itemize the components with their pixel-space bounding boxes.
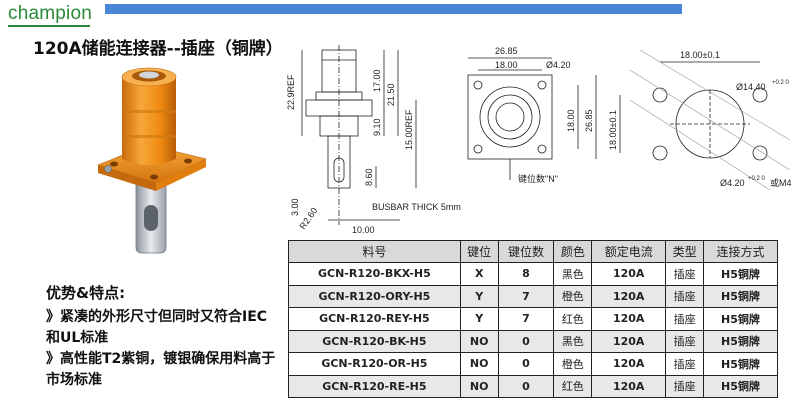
dim-front-w1: 26.85 (495, 46, 518, 56)
cell-current: 120A (591, 374, 667, 398)
table-row: GCN-R120-OR-H5 NO 0 橙色 120A 插座 H5铜牌 (288, 352, 779, 376)
dim-side-3: 9.10 (372, 118, 382, 136)
table-row: GCN-R120-BKX-H5 X 8 黑色 120A 插座 H5铜牌 (288, 262, 779, 286)
cell-current: 120A (591, 307, 667, 331)
cell-key: NO (459, 329, 499, 353)
features-heading: 优势&特点: (46, 284, 126, 302)
table-row: GCN-R120-REY-H5 Y 7 红色 120A 插座 H5铜牌 (288, 307, 779, 331)
cell-current: 120A (591, 262, 667, 286)
col-key: 键位 (459, 240, 499, 263)
dim-front-w2: 18.00 (495, 60, 518, 70)
col-color: 颜色 (553, 240, 593, 263)
cell-color: 红色 (553, 374, 593, 398)
dim-front-h2: 26.85 (584, 109, 594, 132)
cell-color: 黑色 (553, 262, 593, 286)
dim-front-h1: 18.00 (566, 109, 576, 132)
col-key-count: 键位数 (497, 240, 555, 263)
dim-cutout-h: 18.00±0.1 (608, 110, 618, 150)
cell-current: 120A (591, 352, 667, 376)
brand-logo: champion (8, 3, 92, 24)
cell-part-no: GCN-R120-OR-H5 (288, 352, 461, 376)
dim-cutout-hole: Ø4.20 (720, 178, 745, 188)
dim-front-hole: Ø4.20 (546, 60, 571, 70)
cell-color: 橙色 (553, 352, 593, 376)
table-row: GCN-R120-ORY-H5 Y 7 橙色 120A 插座 H5铜牌 (288, 284, 779, 308)
cell-color: 黑色 (553, 329, 593, 353)
cell-connection: H5铜牌 (702, 374, 779, 398)
cell-type: 插座 (665, 329, 704, 353)
table-header-row: 料号 键位 键位数 颜色 额定电流 类型 连接方式 (288, 240, 779, 263)
cell-color: 红色 (553, 307, 593, 331)
dim-side-7: 10.00 (352, 225, 375, 235)
dim-cutout-dia: Ø14.40 (736, 82, 766, 92)
col-rated-current: 额定电流 (591, 240, 667, 263)
cell-key-count: 8 (497, 262, 555, 286)
cell-key-count: 0 (497, 352, 555, 376)
page-title: 120A储能连接器--插座（铜牌） (33, 39, 283, 59)
cell-type: 插座 (665, 284, 704, 308)
logo-underline (8, 25, 90, 27)
cell-color: 橙色 (553, 284, 593, 308)
cell-key-count: 0 (497, 329, 555, 353)
cell-key: NO (459, 352, 499, 376)
cell-part-no: GCN-R120-BK-H5 (288, 329, 461, 353)
cell-type: 插座 (665, 374, 704, 398)
cell-connection: H5铜牌 (702, 329, 779, 353)
table-row: GCN-R120-RE-H5 NO 0 红色 120A 插座 H5铜牌 (288, 374, 779, 398)
cell-type: 插座 (665, 352, 704, 376)
dim-side-2: 21.50 (386, 83, 396, 106)
cell-part-no: GCN-R120-REY-H5 (288, 307, 461, 331)
cell-key: Y (459, 284, 499, 308)
col-type: 类型 (665, 240, 704, 263)
dim-cutout-w: 18.00±0.1 (680, 50, 720, 60)
cell-key-count: 7 (497, 307, 555, 331)
dim-side-6: 3.00 (290, 198, 300, 216)
header-bar (105, 4, 682, 14)
dim-side-radius: R2.60 (297, 206, 319, 231)
dim-busbar: BUSBAR THICK 5mm (372, 202, 461, 212)
cell-key-count: 7 (497, 284, 555, 308)
cell-current: 120A (591, 329, 667, 353)
dim-side-ref-height: 22.9REF (286, 74, 296, 110)
feature-item-2: 》高性能T2紫铜，镀银确保用料高于市场标准 (46, 351, 276, 388)
dim-cutout-dia-tol: +0.2 0 (772, 80, 790, 86)
dim-side-5: 8.60 (364, 168, 374, 186)
cell-key: NO (459, 374, 499, 398)
cell-key-count: 0 (497, 374, 555, 398)
col-part-no: 料号 (288, 240, 461, 263)
feature-item-1: 》紧凑的外形尺寸但同时又符合IEC和UL标准 (46, 309, 268, 346)
cell-type: 插座 (665, 262, 704, 286)
cell-connection: H5铜牌 (702, 352, 779, 376)
cell-part-no: GCN-R120-BKX-H5 (288, 262, 461, 286)
cell-key: X (459, 262, 499, 286)
spec-table: 料号 键位 键位数 颜色 额定电流 类型 连接方式 GCN-R120-BKX-H… (288, 240, 779, 398)
cell-current: 120A (591, 284, 667, 308)
cell-part-no: GCN-R120-RE-H5 (288, 374, 461, 398)
dim-side-4: 15.00REF (404, 109, 414, 150)
cell-type: 插座 (665, 307, 704, 331)
features-section: 优势&特点: 》紧凑的外形尺寸但同时又符合IEC和UL标准 》高性能T2紫铜，镀… (46, 282, 276, 391)
table-row: GCN-R120-BK-H5 NO 0 黑色 120A 插座 H5铜牌 (288, 329, 779, 353)
cell-connection: H5铜牌 (702, 262, 779, 286)
dim-cutout-hole-alt: 或M4 (770, 177, 792, 188)
cell-connection: H5铜牌 (702, 284, 779, 308)
dim-side-1: 17.00 (372, 69, 382, 92)
cell-key: Y (459, 307, 499, 331)
dim-cutout-hole-tol: +0.2 0 (748, 176, 766, 182)
cell-connection: H5铜牌 (702, 307, 779, 331)
col-connection: 连接方式 (702, 240, 779, 263)
dim-key: 键位数"N" (518, 173, 558, 184)
technical-drawing: 22.9REF 17.00 21.50 9.10 15.00REF 8.60 3… (286, 45, 792, 235)
product-image (97, 67, 207, 254)
cell-part-no: GCN-R120-ORY-H5 (288, 284, 461, 308)
